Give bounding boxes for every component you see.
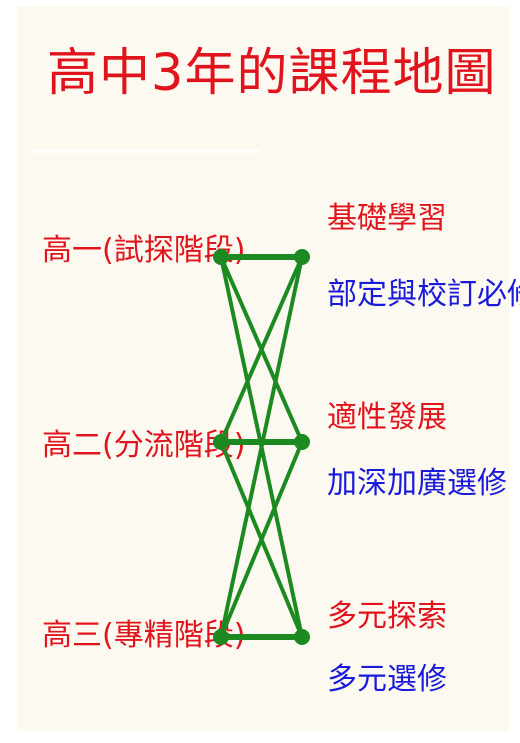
outcome-3-secondary: 多元選修 bbox=[327, 662, 447, 697]
outcome-3-primary: 多元探索 bbox=[327, 599, 447, 634]
link-nodes bbox=[213, 249, 310, 645]
diagram-canvas bbox=[17, 6, 509, 731]
stage-label-3: 高三(專精階段) bbox=[42, 618, 246, 653]
outcome-2-secondary: 加深加廣選修 bbox=[327, 466, 507, 501]
outcome-1-primary: 基礎學習 bbox=[327, 201, 447, 236]
outcome-2-primary: 適性發展 bbox=[327, 400, 447, 435]
right-node-2 bbox=[294, 434, 310, 450]
right-node-3 bbox=[294, 629, 310, 645]
right-node-1 bbox=[294, 249, 310, 265]
link-edges bbox=[218, 254, 305, 640]
title-underline bbox=[30, 150, 260, 153]
page-title: 高中3年的課程地圖 bbox=[47, 44, 497, 103]
link-3-to-2 bbox=[219, 440, 304, 639]
outcome-1-secondary: 部定與校訂必修 bbox=[327, 277, 520, 312]
left-node-2 bbox=[213, 434, 229, 450]
link-2-to-1 bbox=[219, 255, 304, 444]
stage-label-2: 高二(分流階段) bbox=[42, 428, 246, 463]
left-node-3 bbox=[213, 629, 229, 645]
stage-label-1: 高一(試探階段) bbox=[42, 233, 246, 268]
link-3-to-1 bbox=[219, 255, 304, 639]
left-node-1 bbox=[213, 249, 229, 265]
